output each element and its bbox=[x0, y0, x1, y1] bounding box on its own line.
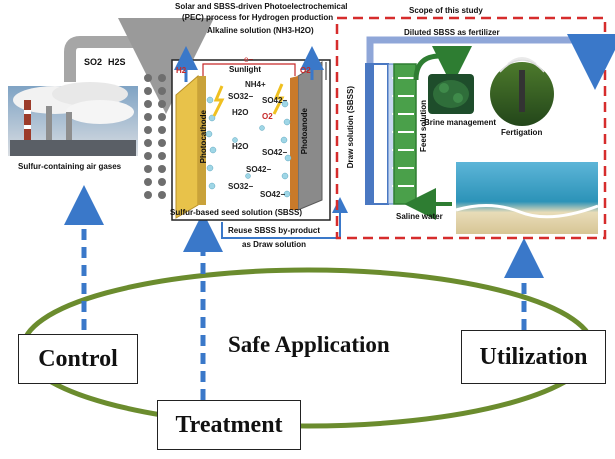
electron-label: e− bbox=[244, 55, 254, 64]
control-label: Control bbox=[38, 345, 118, 372]
chem-so3-b: SO32− bbox=[228, 182, 254, 191]
fertigation-image bbox=[490, 57, 554, 126]
alkaline-solution-label: Alkaline solution (NH3-H2O) bbox=[207, 26, 314, 35]
chem-h2o-a: H2O bbox=[232, 108, 249, 117]
sunlight-label: Sunlight bbox=[229, 65, 261, 74]
brine-arrow bbox=[413, 45, 472, 86]
diluted-pipe bbox=[366, 34, 615, 90]
sunlight-left bbox=[212, 85, 225, 117]
so2-label: SO2 bbox=[84, 57, 103, 67]
brine-label: Brine management bbox=[424, 118, 497, 127]
reuse-label-line1: Reuse SBSS by-product bbox=[228, 226, 321, 235]
gas-particles bbox=[144, 74, 166, 199]
chem-nh4: NH4+ bbox=[245, 80, 266, 89]
photocathode-label: Photocathode bbox=[199, 110, 208, 164]
h2-label: H2 bbox=[176, 66, 187, 75]
scope-box bbox=[335, 16, 607, 240]
photocathode-plate bbox=[175, 74, 199, 219]
o2-label: O2 bbox=[300, 66, 311, 75]
saline-label: Saline water bbox=[396, 212, 443, 221]
chem-so3-a: SO32− bbox=[228, 92, 254, 101]
control-box: Control bbox=[18, 334, 138, 384]
factory-image bbox=[8, 82, 138, 156]
air-gases-label: Sulfur-containing air gases bbox=[18, 162, 122, 171]
treatment-box: Treatment bbox=[157, 400, 301, 450]
chem-so4-c: SO42− bbox=[246, 165, 272, 174]
sunlight-right bbox=[272, 83, 285, 115]
pec-title-line2: (PEC) process for Hydrogen production bbox=[182, 13, 334, 22]
photoanode-label: Photoanode bbox=[300, 108, 309, 155]
h2s-label: H2S bbox=[108, 57, 126, 67]
diluted-label: Diluted SBSS as fertilizer bbox=[404, 28, 500, 37]
electron-circuit bbox=[202, 63, 296, 76]
chem-so4-b: SO42− bbox=[262, 148, 288, 157]
sbss-label: Sulfur-based seed solution (SBSS) bbox=[170, 208, 303, 217]
saline-water-image bbox=[456, 162, 598, 234]
feed-solution-column bbox=[393, 63, 417, 205]
utilization-label: Utilization bbox=[479, 343, 588, 370]
reuse-label-line2: as Draw solution bbox=[242, 240, 307, 249]
treatment-label: Treatment bbox=[175, 411, 283, 438]
safe-application-label: Safe Application bbox=[228, 332, 390, 357]
scope-label: Scope of this study bbox=[409, 6, 483, 15]
brine-image bbox=[428, 74, 474, 114]
reuse-pipe bbox=[221, 197, 348, 239]
chem-o2: O2 bbox=[262, 112, 273, 121]
chem-h2o-b: H2O bbox=[232, 142, 249, 151]
chem-so4-a: SO42− bbox=[262, 96, 288, 105]
gas-flow-arrow bbox=[64, 18, 214, 114]
chem-so4-d: SO42− bbox=[260, 190, 286, 199]
utilization-box: Utilization bbox=[461, 330, 606, 384]
pec-title-line1: Solar and SBSS-driven Photoelectrochemic… bbox=[175, 2, 348, 11]
fertigation-label: Fertigation bbox=[501, 128, 543, 137]
draw-solution-label: Draw solution (SBSS) bbox=[346, 86, 355, 169]
